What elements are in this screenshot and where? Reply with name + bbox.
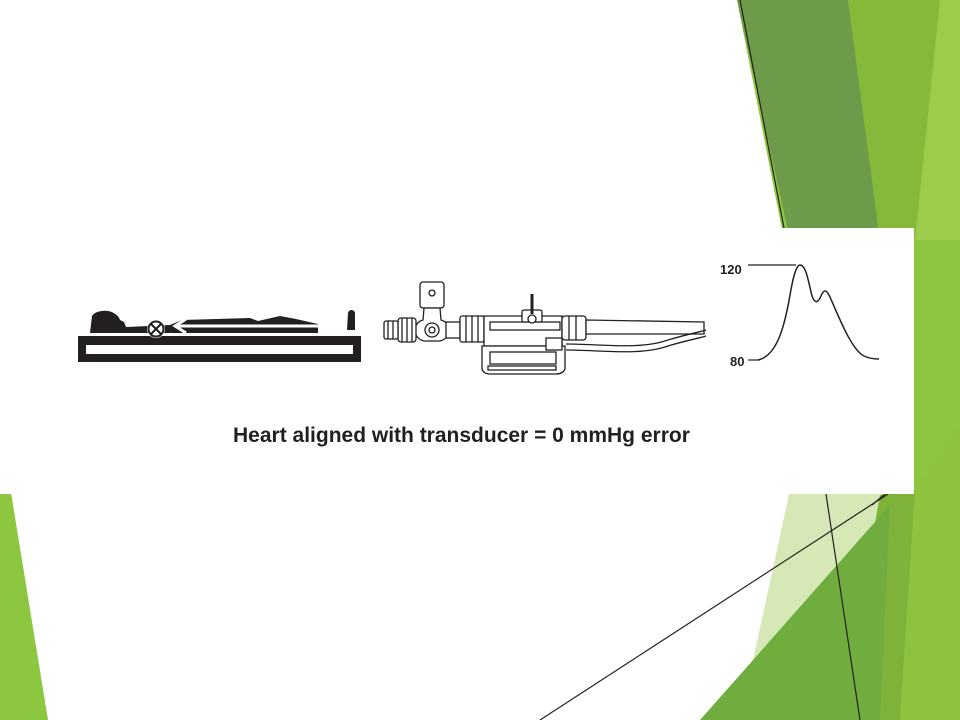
luer-left-cap — [383, 320, 399, 340]
pressure-waveform: 120 80 — [720, 262, 880, 369]
flush-tubing-inner — [565, 329, 707, 347]
flush-tubing — [565, 335, 707, 353]
patient-feet — [347, 310, 355, 330]
heart-cross-b — [150, 323, 162, 335]
facet-dark-bottom — [700, 505, 890, 720]
facet-mid-top — [848, 0, 940, 240]
decorative-facets-right — [700, 0, 960, 720]
facet-lime-bottom — [900, 420, 960, 720]
facet-dark-top — [737, 0, 880, 240]
heart-crosshair-icon — [147, 320, 165, 338]
arrow-left-icon — [172, 317, 318, 335]
housing-channel — [489, 321, 561, 331]
line-diagonal — [539, 493, 889, 720]
tube-segment — [445, 321, 461, 339]
line-vertical — [825, 493, 861, 720]
heart-circle — [147, 320, 165, 338]
waveform-curve — [757, 264, 880, 361]
figure-caption: Heart aligned with transducer = 0 mmHg e… — [233, 424, 690, 447]
stopcock-cap-port — [428, 289, 436, 297]
decorative-lines — [539, 0, 889, 720]
pressure-transducer-icon — [383, 281, 707, 375]
flush-port — [527, 314, 537, 324]
upper-pressure-label: 120 — [720, 262, 742, 277]
arrow-head — [172, 317, 187, 335]
facet-light-top — [915, 0, 960, 240]
luer-right — [561, 315, 587, 341]
mounting-slot — [489, 351, 557, 365]
pressure-tubing — [585, 319, 705, 335]
clip — [545, 337, 563, 351]
mounting-rail — [487, 365, 557, 371]
stopcock-valve-core — [428, 326, 436, 334]
line-top — [739, 0, 785, 229]
bed-mattress — [86, 345, 353, 354]
decorative-facet-left — [0, 425, 48, 720]
line-short — [871, 493, 886, 506]
lower-pressure-label: 80 — [730, 354, 744, 369]
